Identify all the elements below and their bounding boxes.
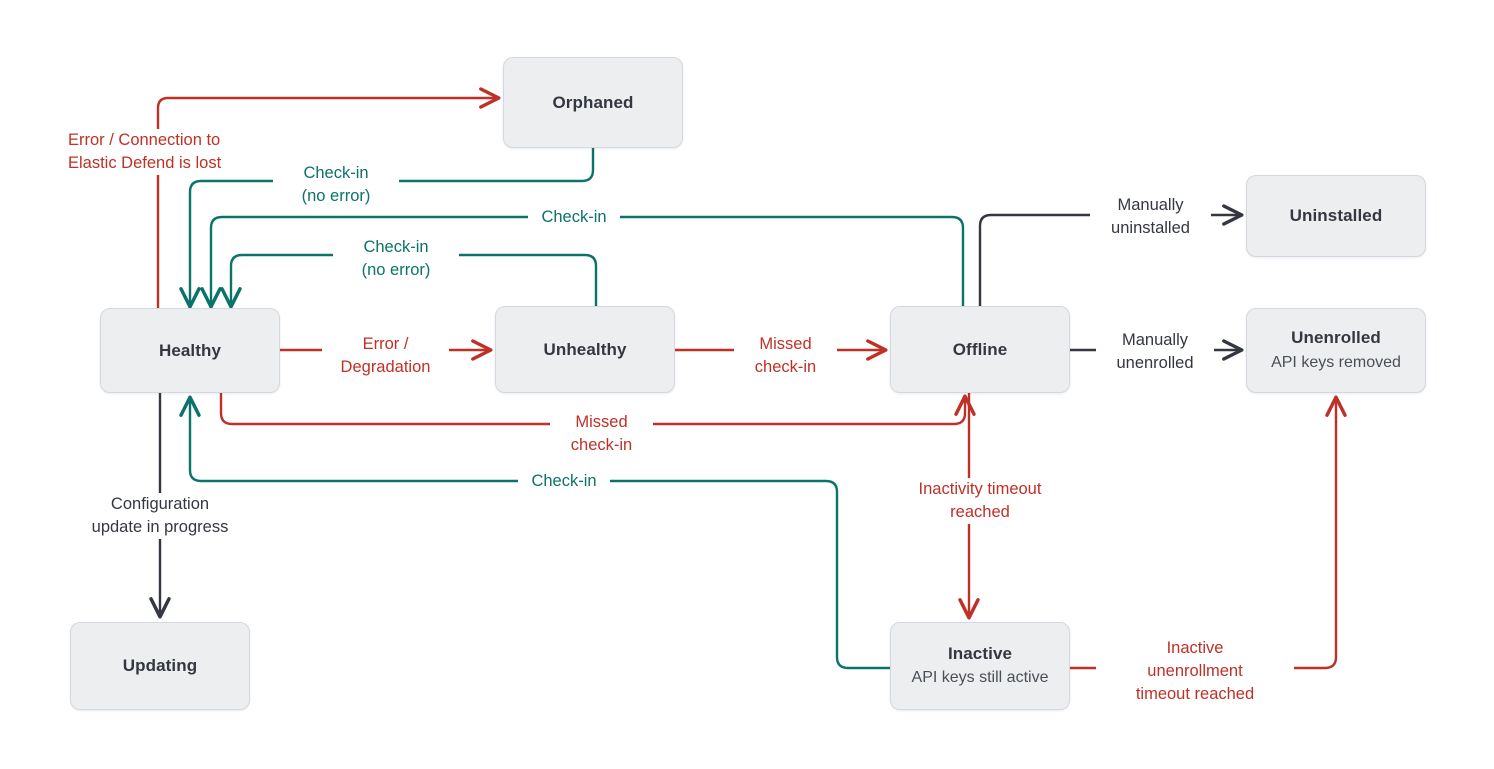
node-updating[interactable]: Updating	[70, 622, 250, 710]
node-unenrolled-subtitle: API keys removed	[1271, 353, 1401, 371]
edge-offline-to-uninstalled	[978, 204, 1244, 306]
node-inactive-title: Inactive	[947, 643, 1013, 663]
node-unenrolled[interactable]: Unenrolled API keys removed	[1246, 308, 1426, 393]
node-offline[interactable]: Offline	[890, 306, 1070, 393]
node-unhealthy-title: Unhealthy	[543, 339, 627, 359]
edge-label-healthy-to-orphaned: Error / Connection to Elastic Defend is …	[63, 129, 313, 175]
edge-label-unhealthy-to-offline: Missed check-in	[734, 333, 837, 379]
node-updating-title: Updating	[122, 656, 198, 676]
node-healthy-title: Healthy	[158, 340, 222, 360]
node-unenrolled-title: Unenrolled	[1291, 328, 1381, 348]
edge-label-healthy-to-unhealthy: Error / Degradation	[322, 333, 449, 379]
edge-label-inactive-to-healthy: Check-in	[518, 470, 610, 493]
edge-label-orphaned-to-healthy: Check-in (no error)	[273, 162, 399, 208]
node-healthy[interactable]: Healthy	[100, 308, 280, 393]
edge-label-healthy-to-offline: Missed check-in	[550, 411, 653, 457]
edge-label-offline-to-inactive: Inactivity timeout reached	[884, 478, 1076, 524]
node-uninstalled[interactable]: Uninstalled	[1246, 175, 1426, 257]
edge-label-inactive-to-unenrolled: Inactive unenrollment timeout reached	[1096, 637, 1294, 706]
edge-label-offline-to-healthy: Check-in	[528, 206, 620, 229]
edge-inactive-to-healthy	[179, 395, 890, 670]
node-uninstalled-title: Uninstalled	[1289, 206, 1383, 226]
node-offline-title: Offline	[952, 339, 1008, 359]
edge-healthy-to-orphaned	[156, 87, 501, 312]
edge-label-offline-to-unenrolled: Manually unenrolled	[1096, 329, 1214, 375]
node-orphaned[interactable]: Orphaned	[503, 57, 683, 148]
node-orphaned-title: Orphaned	[552, 92, 634, 112]
node-inactive-subtitle: API keys still active	[911, 669, 1049, 687]
edge-inactive-to-unenrolled	[1069, 395, 1347, 670]
node-unhealthy[interactable]: Unhealthy	[495, 306, 675, 393]
edge-offline-to-healthy	[200, 215, 965, 309]
edge-label-healthy-to-updating: Configuration update in progress	[60, 493, 260, 539]
edge-label-offline-to-uninstalled: Manually uninstalled	[1090, 194, 1211, 240]
edge-label-unhealthy-to-healthy: Check-in (no error)	[333, 236, 459, 282]
node-inactive[interactable]: Inactive API keys still active	[890, 622, 1070, 710]
